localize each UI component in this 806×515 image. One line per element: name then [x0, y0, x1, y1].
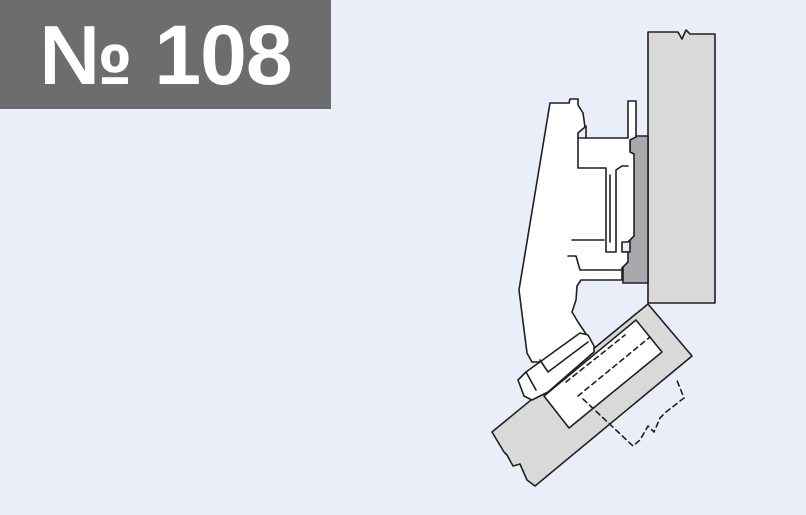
- hinge-clip-detail: [525, 341, 589, 391]
- model-number-label: № 108: [39, 7, 292, 102]
- hinge-arm-detail: [567, 125, 629, 271]
- hinge-cup-recess: [543, 319, 663, 429]
- drill-hole-outline: [565, 334, 685, 447]
- mounting-plate: [622, 135, 649, 284]
- cabinet-side-panel: [647, 29, 716, 304]
- model-number-badge: № 108: [0, 0, 331, 109]
